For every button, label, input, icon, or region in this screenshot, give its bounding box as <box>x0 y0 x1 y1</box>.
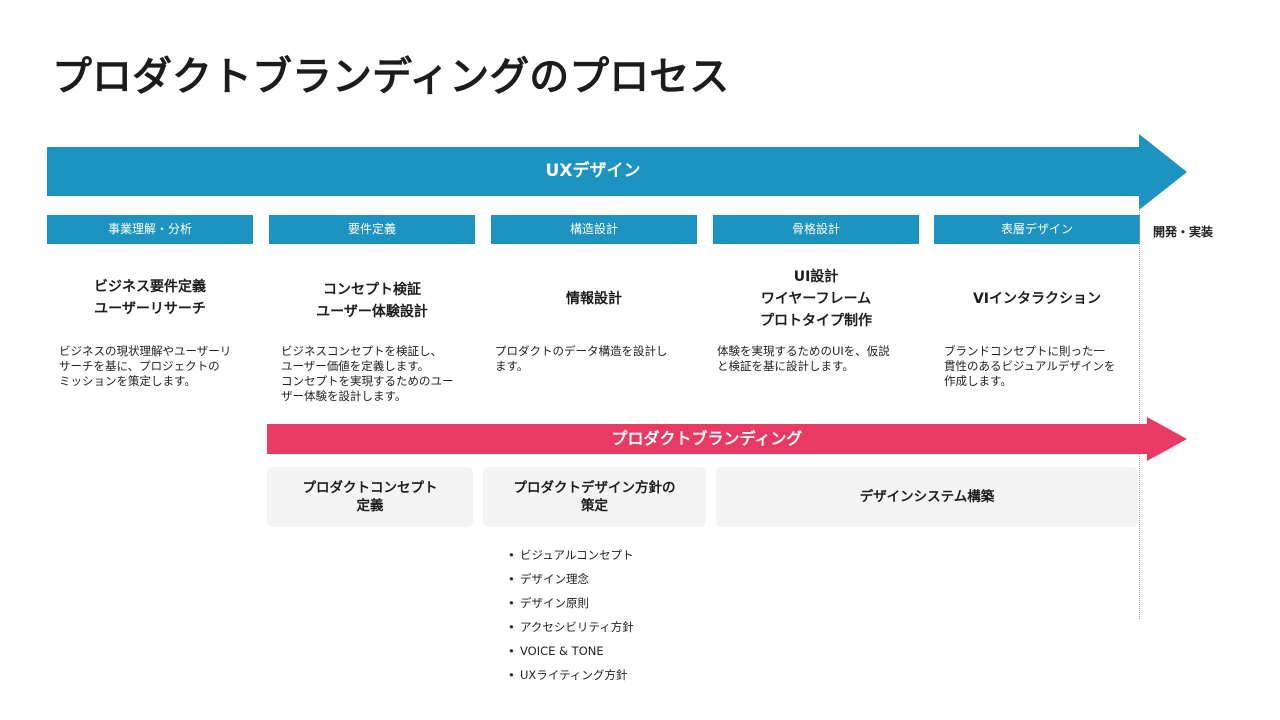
activity-heading-3: 情報設計 <box>566 291 622 307</box>
phase-structure-design: 構造設計 <box>491 215 697 244</box>
activity-description-5: ブランドコンセプトに則った一貫性のあるビジュアルデザインを作成します。 <box>944 344 1116 388</box>
phase-business-analysis: 事業理解・分析 <box>47 215 253 244</box>
list-item: •アクセシビリティ方針 <box>508 620 634 634</box>
activity-heading-1: ビジネス要件定義ユーザーリサーチ <box>94 279 206 317</box>
activity-description-3: プロダクトのデータ構造を設計します。 <box>495 344 668 373</box>
list-item: •ビジュアルコンセプト <box>508 548 634 562</box>
development-divider <box>1139 205 1140 619</box>
branding-box-product-concept: プロダクトコンセプト定義 <box>267 467 473 527</box>
activity-heading-4: UI設計ワイヤーフレームプロトタイプ制作 <box>760 269 872 329</box>
branding-box-design-policy: プロダクトデザイン方針の策定 <box>483 467 706 527</box>
activity-description-4: 体験を実現するためのUIを、仮説と検証を基に設計します。 <box>717 344 890 373</box>
activity-description-1: ビジネスの現状理解やユーザーリサーチを基に、プロジェクトのミッションを策定します… <box>59 344 232 388</box>
list-item: •デザイン理念 <box>508 572 589 586</box>
development-label: 開発・実装 <box>1153 225 1214 239</box>
phase-surface-design: 表層デザイン <box>934 215 1140 244</box>
ux-design-label: UXデザイン <box>545 161 641 181</box>
list-item: •デザイン原則 <box>508 596 589 610</box>
list-item: •VOICE & TONE <box>508 644 604 658</box>
branding-box-design-system: デザインシステム構築 <box>716 467 1138 527</box>
ux-design-arrow <box>47 134 1187 210</box>
page-title: プロダクトブランディングのプロセス <box>52 54 730 100</box>
activity-heading-5: VIインタラクション <box>972 291 1102 307</box>
list-item: •UXライティング方針 <box>508 668 628 682</box>
product-branding-arrow <box>267 417 1187 461</box>
phase-requirements: 要件定義 <box>269 215 475 244</box>
design-policy-list: •ビジュアルコンセプト •デザイン理念 •デザイン原則 •アクセシビリティ方針 … <box>508 545 634 689</box>
activity-description-2: ビジネスコンセプトを検証し、ユーザー価値を定義します。コンセプトを実現するための… <box>281 344 454 403</box>
product-branding-label: プロダクトブランディング <box>611 429 803 448</box>
phase-skeleton-design: 骨格設計 <box>713 215 919 244</box>
activity-heading-2: コンセプト検証ユーザー体験設計 <box>316 282 428 320</box>
